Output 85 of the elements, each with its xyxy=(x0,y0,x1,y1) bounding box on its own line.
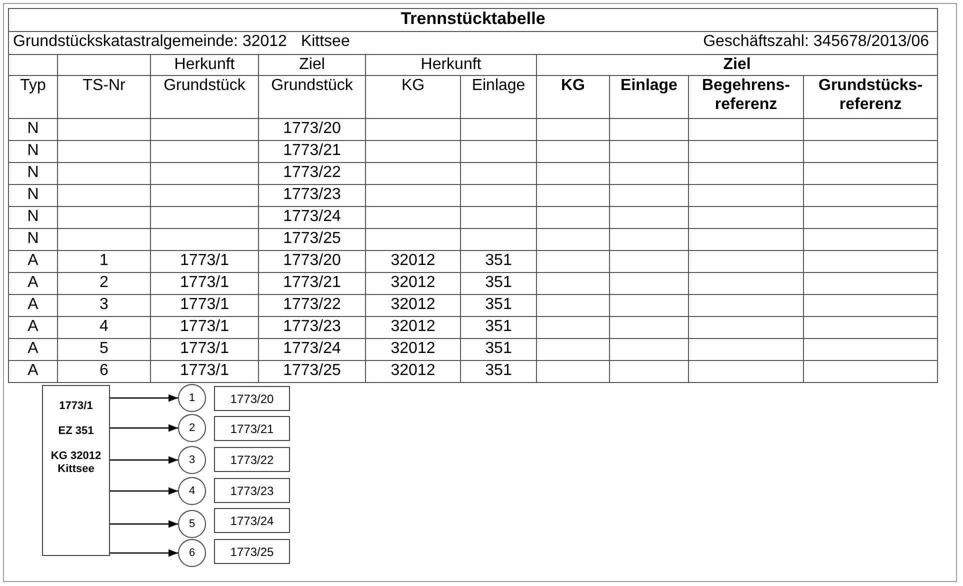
table-cell: 351 xyxy=(460,294,536,316)
table-cell: 1773/20 xyxy=(258,250,366,272)
table-cell: 32012 xyxy=(366,272,460,294)
table-cell: Ziel xyxy=(536,54,938,76)
table-cell: 1773/23 xyxy=(258,184,366,206)
table-cell: Grundstück xyxy=(150,76,258,118)
table-cell: 1773/1 xyxy=(150,316,258,338)
parcel-box: 1773/1 EZ 351 KG 32012 Kittsee xyxy=(42,385,110,556)
table-cell: A xyxy=(8,250,58,272)
table-cell: N xyxy=(8,228,58,250)
table-cell: A xyxy=(8,294,58,316)
table-cell: 1773/1 xyxy=(150,338,258,360)
parcel-box: 1773/20 xyxy=(214,386,290,411)
table-cell: 1773/23 xyxy=(258,316,366,338)
table-cell: 1773/25 xyxy=(258,360,366,382)
table-cell: Einlage xyxy=(460,76,536,118)
table-cell: 1 xyxy=(58,250,150,272)
table-cell: 351 xyxy=(460,360,536,382)
header-text: Geschäftszahl: 345678/2013/06 xyxy=(703,32,930,51)
table-cell: Grundstücks-referenz xyxy=(804,76,938,118)
table-cell: N xyxy=(8,162,58,184)
piece-number-circle: 3 xyxy=(178,446,206,474)
table-cell: Einlage xyxy=(610,76,688,118)
table-cell: 6 xyxy=(58,360,150,382)
table-cell: 5 xyxy=(58,338,150,360)
table-cell: 32012 xyxy=(366,338,460,360)
arrow xyxy=(110,549,178,557)
table-cell: 351 xyxy=(460,338,536,360)
table-cell: Begehrens-referenz xyxy=(688,76,804,118)
table-cell: A xyxy=(8,316,58,338)
table-cell: Grundstück xyxy=(258,76,366,118)
table-cell: 1773/25 xyxy=(258,228,366,250)
table-cell: 1773/21 xyxy=(258,140,366,162)
arrow xyxy=(110,487,178,495)
table-cell: 32012 xyxy=(366,294,460,316)
table-cell: N xyxy=(8,140,58,162)
parcel-box: 1773/25 xyxy=(214,539,290,564)
table-cell: 1773/24 xyxy=(258,206,366,228)
piece-number-circle: 4 xyxy=(178,477,206,505)
table-cell: 3 xyxy=(58,294,150,316)
table-cell: 2 xyxy=(58,272,150,294)
table-cell: 1773/22 xyxy=(258,162,366,184)
table-cell: A xyxy=(8,360,58,382)
parcel-box: 1773/21 xyxy=(214,416,290,441)
table-cell: N xyxy=(8,118,58,140)
table-cell: TS-Nr xyxy=(58,76,150,118)
table-cell: A xyxy=(8,338,58,360)
table-cell: 1773/1 xyxy=(150,272,258,294)
piece-number-circle: 5 xyxy=(178,510,206,538)
arrow xyxy=(110,424,178,432)
parcel-box: 1773/22 xyxy=(214,447,290,472)
table-title: Trennstücktabelle xyxy=(8,8,938,32)
table-cell: 1773/20 xyxy=(258,118,366,140)
header-text: Kittsee xyxy=(300,32,350,51)
table-cell: 351 xyxy=(460,250,536,272)
table-cell: 1773/1 xyxy=(150,250,258,272)
table-cell: 32012 xyxy=(366,250,460,272)
table-cell: 1773/24 xyxy=(258,338,366,360)
arrow xyxy=(110,456,178,464)
table-cell: 1773/21 xyxy=(258,272,366,294)
arrow xyxy=(110,520,178,528)
arrow xyxy=(110,394,178,402)
piece-number-circle: 6 xyxy=(178,539,206,567)
table-cell: 32012 xyxy=(366,360,460,382)
table-cell: 351 xyxy=(460,316,536,338)
table-cell: Typ xyxy=(8,76,58,118)
table-cell: Ziel xyxy=(258,54,366,76)
table-cell: 32012 xyxy=(366,316,460,338)
parcel-box: 1773/23 xyxy=(214,478,290,503)
table-cell: N xyxy=(8,206,58,228)
table-cell: A xyxy=(8,272,58,294)
table-cell: KG xyxy=(536,76,610,118)
table-cell: Herkunft xyxy=(150,54,258,76)
parcel-box: 1773/24 xyxy=(214,508,290,533)
table-cell: Herkunft xyxy=(366,54,536,76)
table-cell: 1773/22 xyxy=(258,294,366,316)
table-cell: 351 xyxy=(460,272,536,294)
piece-number-circle: 2 xyxy=(178,414,206,442)
table-cell: 4 xyxy=(58,316,150,338)
table-cell: KG xyxy=(366,76,460,118)
piece-number-circle: 1 xyxy=(178,384,206,412)
table-cell: 1773/1 xyxy=(150,294,258,316)
header-text: Grundstückskatastralgemeinde: 32012 xyxy=(13,32,287,51)
table-cell: N xyxy=(8,184,58,206)
table-cell: 1773/1 xyxy=(150,360,258,382)
